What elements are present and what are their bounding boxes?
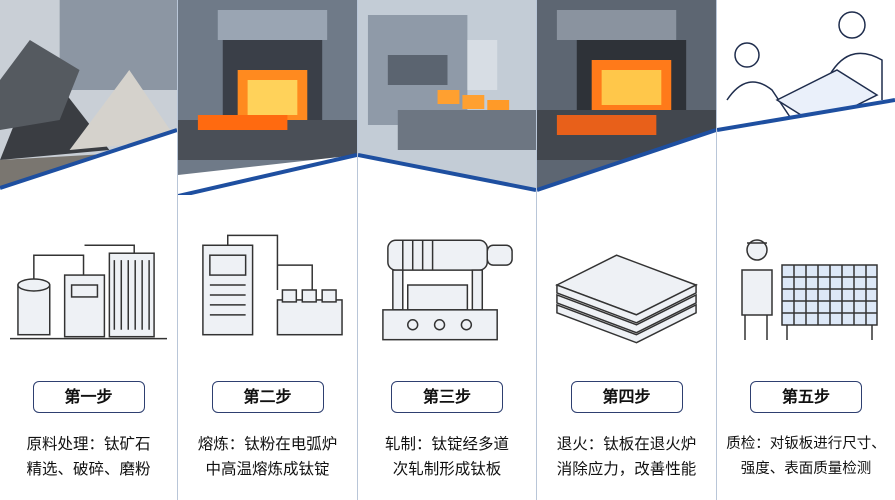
step-column-5: 第五步 质检：对钣板进行尺寸、强度、表面质量检测 — [717, 0, 895, 500]
annealing-furnace-photo — [537, 0, 716, 195]
rolling-mill-photo — [358, 0, 536, 195]
step-column-1: 第一步 原料处理：钛矿石精选、破碎、磨粉 — [0, 0, 178, 500]
desc-line: 轧制：钛锭经多道 — [384, 435, 509, 453]
step-3-badge: 第三步 — [391, 381, 503, 413]
step-3-description: 轧制：钛锭经多道次轧制形成钛板 — [358, 432, 536, 482]
step-column-3: 第三步 轧制：钛锭经多道次轧制形成钛板 — [358, 0, 537, 500]
step-1-description: 原料处理：钛矿石精选、破碎、磨粉 — [0, 432, 177, 482]
step-4-description: 退火：钛板在退火炉消除应力，改善性能 — [537, 432, 716, 482]
desc-line: 质检：对钣板进行尺寸、 — [726, 436, 886, 452]
step-column-4: 第四步 退火：钛板在退火炉消除应力，改善性能 — [537, 0, 717, 500]
step-5-badge: 第五步 — [750, 381, 862, 413]
arc-furnace-photo — [178, 0, 357, 195]
step-column-2: 第二步 熔炼：钛粉在电弧炉中高温熔炼成钛锭 — [178, 0, 358, 500]
step-5-description: 质检：对钣板进行尺寸、强度、表面质量检测 — [717, 432, 895, 482]
plate-stack-icon — [547, 225, 706, 350]
rolling-mill-icon — [368, 225, 526, 350]
ore-piles-photo — [0, 0, 177, 195]
desc-line: 中高温熔炼成钛锭 — [205, 460, 330, 478]
step-2-description: 熔炼：钛粉在电弧炉中高温熔炼成钛锭 — [178, 432, 357, 482]
inspector-photo — [717, 0, 895, 195]
processing-equipment-icon — [10, 225, 167, 350]
inspector-icon — [727, 225, 885, 350]
desc-line: 消除应力，改善性能 — [556, 460, 697, 478]
desc-line: 精选、破碎、磨粉 — [26, 460, 151, 478]
desc-line: 原料处理：钛矿石 — [26, 435, 151, 453]
desc-line: 熔炼：钛粉在电弧炉 — [197, 435, 338, 453]
step-2-badge: 第二步 — [211, 381, 324, 413]
desc-line: 次轧制形成钛板 — [392, 460, 502, 478]
desc-line: 退火：钛板在退火炉 — [556, 435, 697, 453]
step-1-badge: 第一步 — [32, 381, 145, 413]
furnace-icon — [188, 225, 347, 350]
step-4-badge: 第四步 — [570, 381, 683, 413]
desc-line: 强度、表面质量检测 — [740, 461, 872, 477]
